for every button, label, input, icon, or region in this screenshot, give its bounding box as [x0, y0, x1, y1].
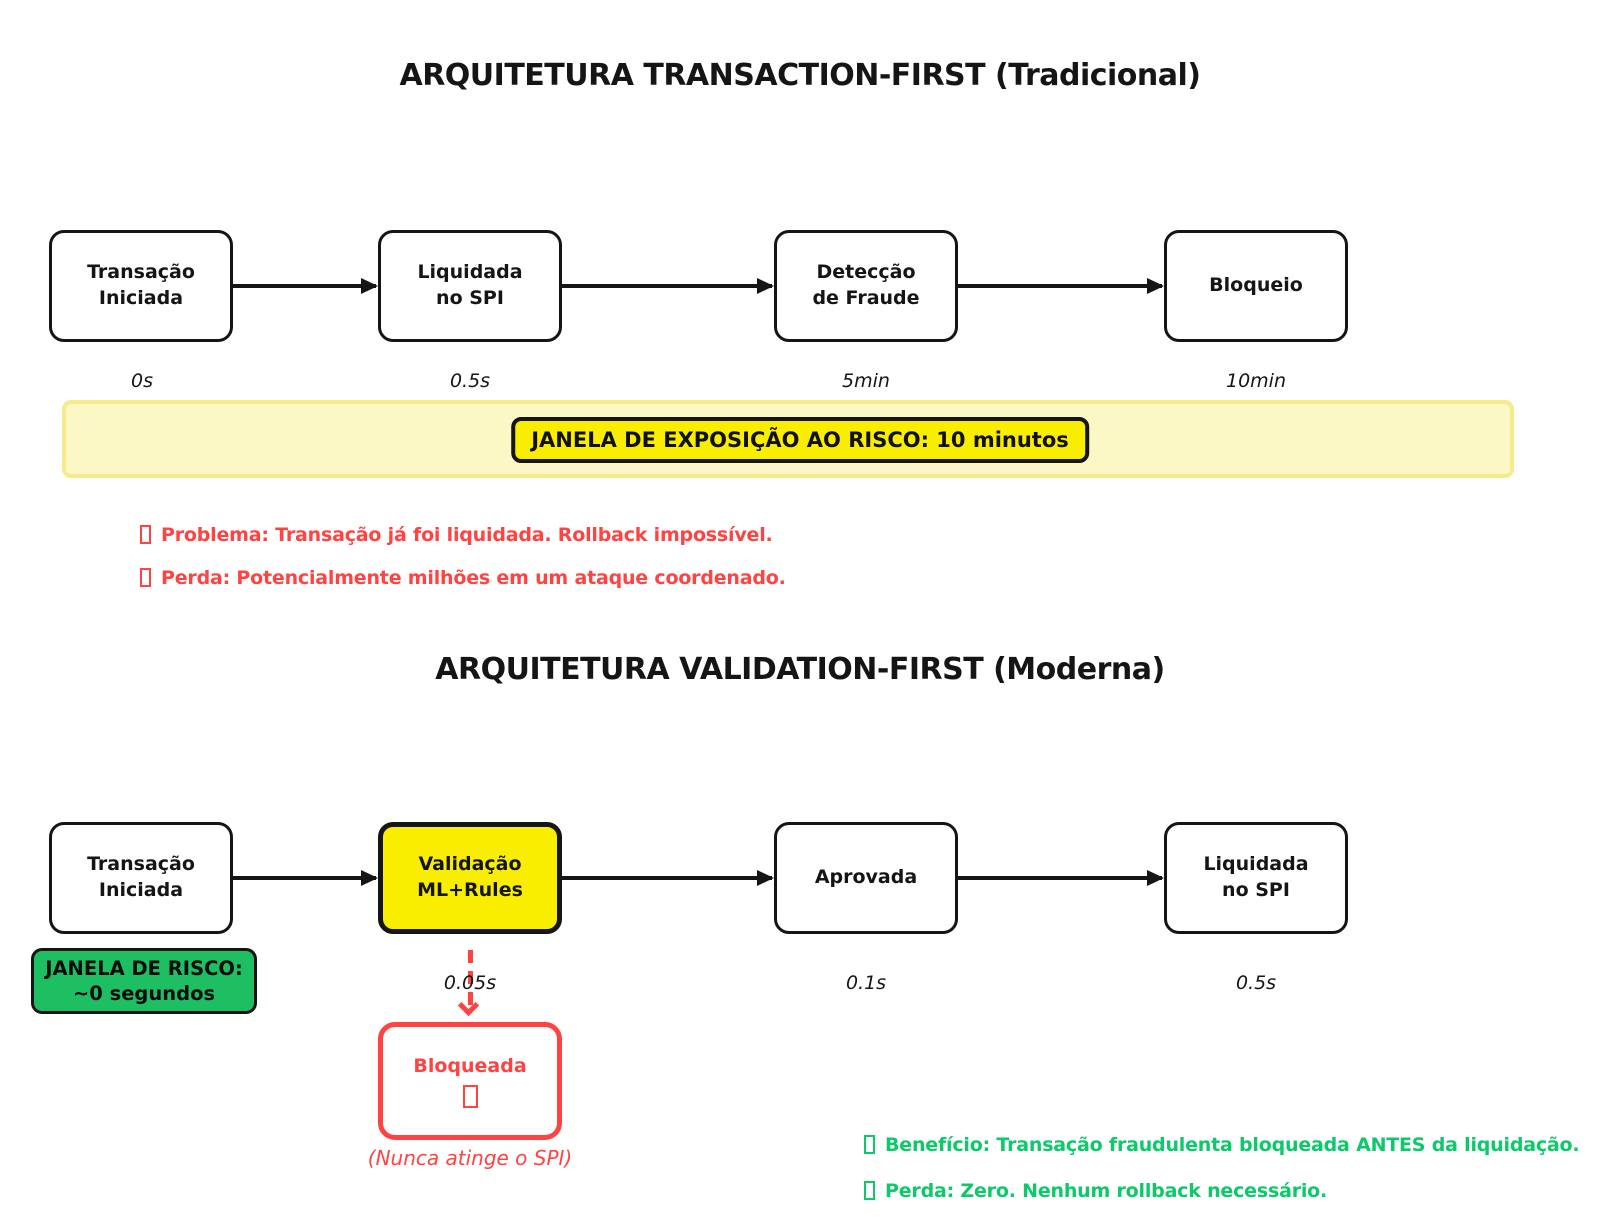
dashed-arrow-line	[468, 950, 473, 1008]
flow-arrow	[559, 870, 774, 886]
arrowhead-icon	[757, 278, 774, 294]
time-label: 5min	[842, 370, 890, 392]
blocked-caption: (Nunca atinge o SPI)	[367, 1146, 573, 1170]
node-transacao-iniciada-1: Transação Iniciada	[49, 230, 233, 342]
node-validacao-ml-rules: Validação ML+Rules	[378, 822, 562, 934]
missing-glyph-icon	[864, 1181, 875, 1200]
node-bloqueada: Bloqueada	[378, 1022, 562, 1140]
dashed-arrowhead-icon	[457, 994, 480, 1017]
risk-exposure-strip	[62, 400, 1514, 478]
time-label: 0.5s	[449, 370, 491, 392]
arrowhead-icon	[361, 278, 378, 294]
arrowhead-icon	[1147, 870, 1164, 886]
missing-glyph-icon	[140, 568, 151, 587]
problem-label: Problema: Transação já foi liquidada. Ro…	[161, 524, 773, 546]
problem-text: Problema: Transação já foi liquidada. Ro…	[140, 524, 773, 546]
time-label: 0.5s	[1235, 972, 1277, 994]
zero-loss-label: Perda: Zero. Nenhum rollback necessário.	[885, 1180, 1328, 1202]
missing-glyph-icon	[864, 1135, 875, 1154]
node-liquidada-spi-1: Liquidada no SPI	[378, 230, 562, 342]
node-transacao-iniciada-2: Transação Iniciada	[49, 822, 233, 934]
time-label: 0s	[131, 370, 153, 392]
flow-arrow	[230, 278, 378, 294]
benefit-text: Benefício: Transação fraudulenta bloquea…	[864, 1134, 1580, 1156]
modern-title: ARQUITETURA VALIDATION-FIRST (Moderna)	[435, 652, 1165, 687]
loss-text: Perda: Potencialmente milhões em um ataq…	[140, 567, 786, 589]
risk-window-badge: JANELA DE RISCO: ~0 segundos	[31, 948, 257, 1014]
time-label: 0.1s	[845, 972, 887, 994]
missing-glyph-icon	[140, 525, 151, 544]
arrowhead-icon	[757, 870, 774, 886]
traditional-title: ARQUITETURA TRANSACTION-FIRST (Tradicion…	[399, 58, 1201, 93]
blocked-label: Bloqueada	[413, 1054, 527, 1077]
flow-arrow	[955, 870, 1164, 886]
node-liquidada-spi-2: Liquidada no SPI	[1164, 822, 1348, 934]
flow-arrow	[230, 870, 378, 886]
flow-arrow	[559, 278, 774, 294]
node-bloqueio: Bloqueio	[1164, 230, 1348, 342]
risk-exposure-badge: JANELA DE EXPOSIÇÃO AO RISCO: 10 minutos	[511, 417, 1089, 463]
arrowhead-icon	[361, 870, 378, 886]
loss-label: Perda: Potencialmente milhões em um ataq…	[161, 567, 786, 589]
missing-glyph-icon	[462, 1085, 478, 1109]
time-label: 10min	[1225, 370, 1287, 392]
zero-loss-text: Perda: Zero. Nenhum rollback necessário.	[864, 1180, 1327, 1202]
time-label: 0.05s	[443, 972, 497, 994]
arrowhead-icon	[1147, 278, 1164, 294]
node-deteccao-fraude: Detecção de Fraude	[774, 230, 958, 342]
flow-arrow	[955, 278, 1164, 294]
node-aprovada: Aprovada	[774, 822, 958, 934]
benefit-label: Benefício: Transação fraudulenta bloquea…	[885, 1134, 1580, 1156]
